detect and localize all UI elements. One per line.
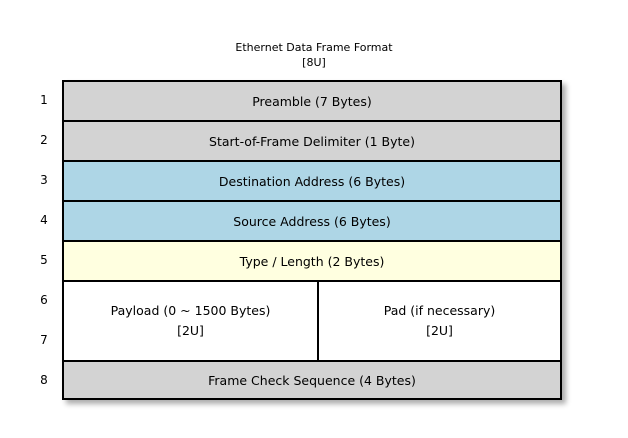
row-number-7: 7 xyxy=(40,333,48,347)
row-number-6: 6 xyxy=(40,293,48,307)
row-number-3: 3 xyxy=(40,173,48,187)
diagram-title-block: Ethernet Data Frame Format [8U] xyxy=(0,40,628,70)
frame-field-preamble-label: Preamble (7 Bytes) xyxy=(252,93,372,109)
frame-field-destination-address: Destination Address (6 Bytes) xyxy=(64,160,560,200)
ethernet-frame-diagram: Preamble (7 Bytes) Start-of-Frame Delimi… xyxy=(62,80,562,400)
frame-field-payload-pad-row: Payload (0 ~ 1500 Bytes) [2U] Pad (if ne… xyxy=(64,280,560,360)
frame-field-destination-address-label: Destination Address (6 Bytes) xyxy=(218,173,406,189)
frame-field-source-address-label: Source Address (6 Bytes) xyxy=(233,213,391,229)
frame-field-payload-label: Payload (0 ~ 1500 Bytes) xyxy=(110,303,271,318)
frame-field-type-length-label: Type / Length (2 Bytes) xyxy=(239,253,385,269)
frame-field-payload: Payload (0 ~ 1500 Bytes) [2U] xyxy=(64,282,317,360)
frame-field-preamble: Preamble (7 Bytes) xyxy=(64,82,560,120)
row-number-8: 8 xyxy=(40,373,48,387)
frame-field-frame-check-sequence-label: Frame Check Sequence (4 Bytes) xyxy=(208,372,416,388)
frame-field-pad: Pad (if necessary) [2U] xyxy=(317,282,560,360)
frame-field-payload-note: [2U] xyxy=(177,323,204,338)
row-number-2: 2 xyxy=(40,133,48,147)
frame-field-sfd-label: Start-of-Frame Delimiter (1 Byte) xyxy=(209,133,415,149)
frame-field-source-address: Source Address (6 Bytes) xyxy=(64,200,560,240)
page-title: Ethernet Data Frame Format xyxy=(235,41,393,54)
frame-field-pad-note: [2U] xyxy=(426,323,453,338)
frame-field-type-length: Type / Length (2 Bytes) xyxy=(64,240,560,280)
row-number-4: 4 xyxy=(40,213,48,227)
frame-field-pad-label: Pad (if necessary) xyxy=(383,303,496,318)
row-number-5: 5 xyxy=(40,253,48,267)
frame-field-sfd: Start-of-Frame Delimiter (1 Byte) xyxy=(64,120,560,160)
frame-field-frame-check-sequence: Frame Check Sequence (4 Bytes) xyxy=(64,360,560,398)
row-number-1: 1 xyxy=(40,93,48,107)
page-subtitle: [8U] xyxy=(302,56,326,69)
